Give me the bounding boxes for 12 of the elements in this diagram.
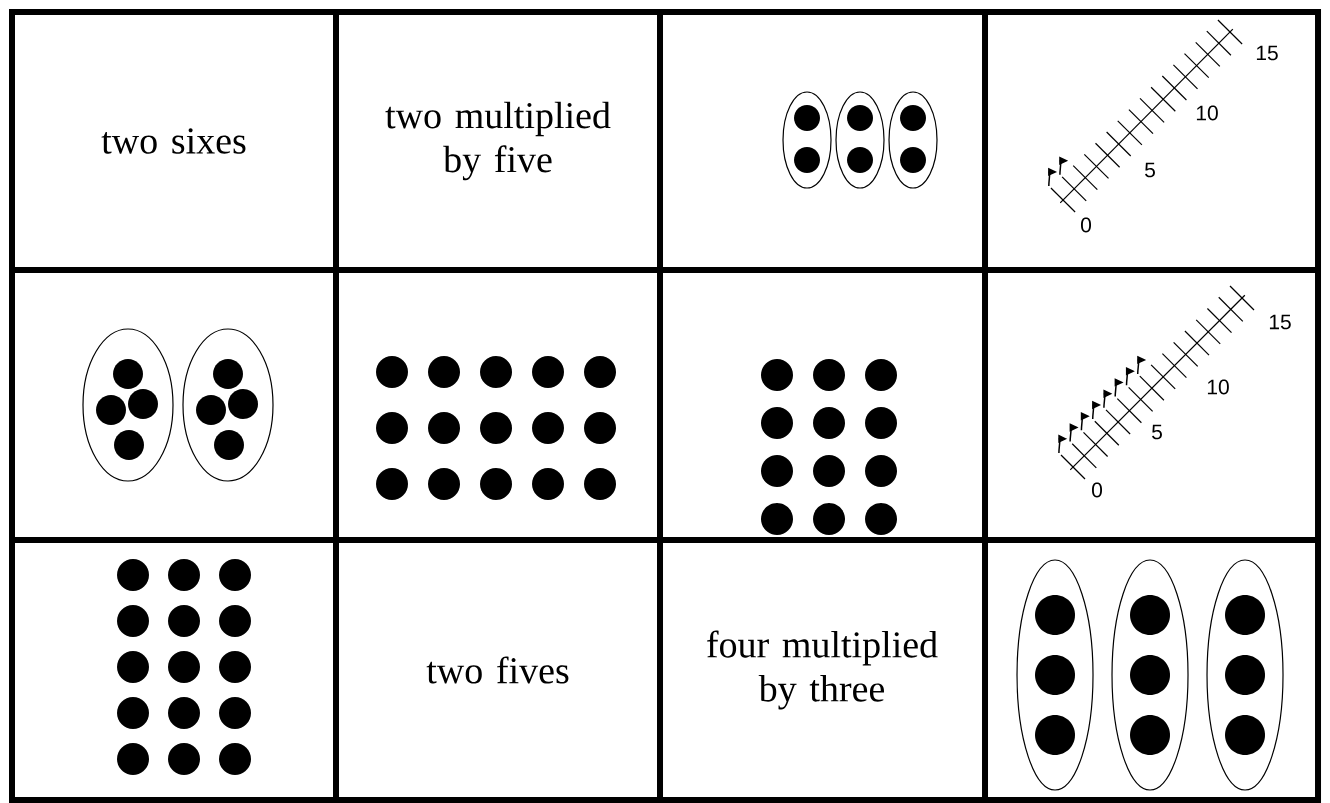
tick-label: 0	[1081, 217, 1092, 233]
tick-label: 5	[1145, 162, 1155, 178]
tick-label: 10	[1196, 105, 1218, 121]
tick-label: 5	[1152, 424, 1162, 440]
tick-label: 0	[1092, 482, 1103, 498]
cell-text: four multiplied by three	[707, 630, 938, 710]
tick-label: 15	[1269, 314, 1291, 330]
cell-text: two fives	[426, 656, 569, 684]
cell-text: two multiplied by five	[385, 101, 611, 181]
tick-label: 10	[1207, 379, 1229, 395]
cell-text: two sixes	[101, 128, 246, 154]
tick-label: 15	[1256, 45, 1278, 61]
